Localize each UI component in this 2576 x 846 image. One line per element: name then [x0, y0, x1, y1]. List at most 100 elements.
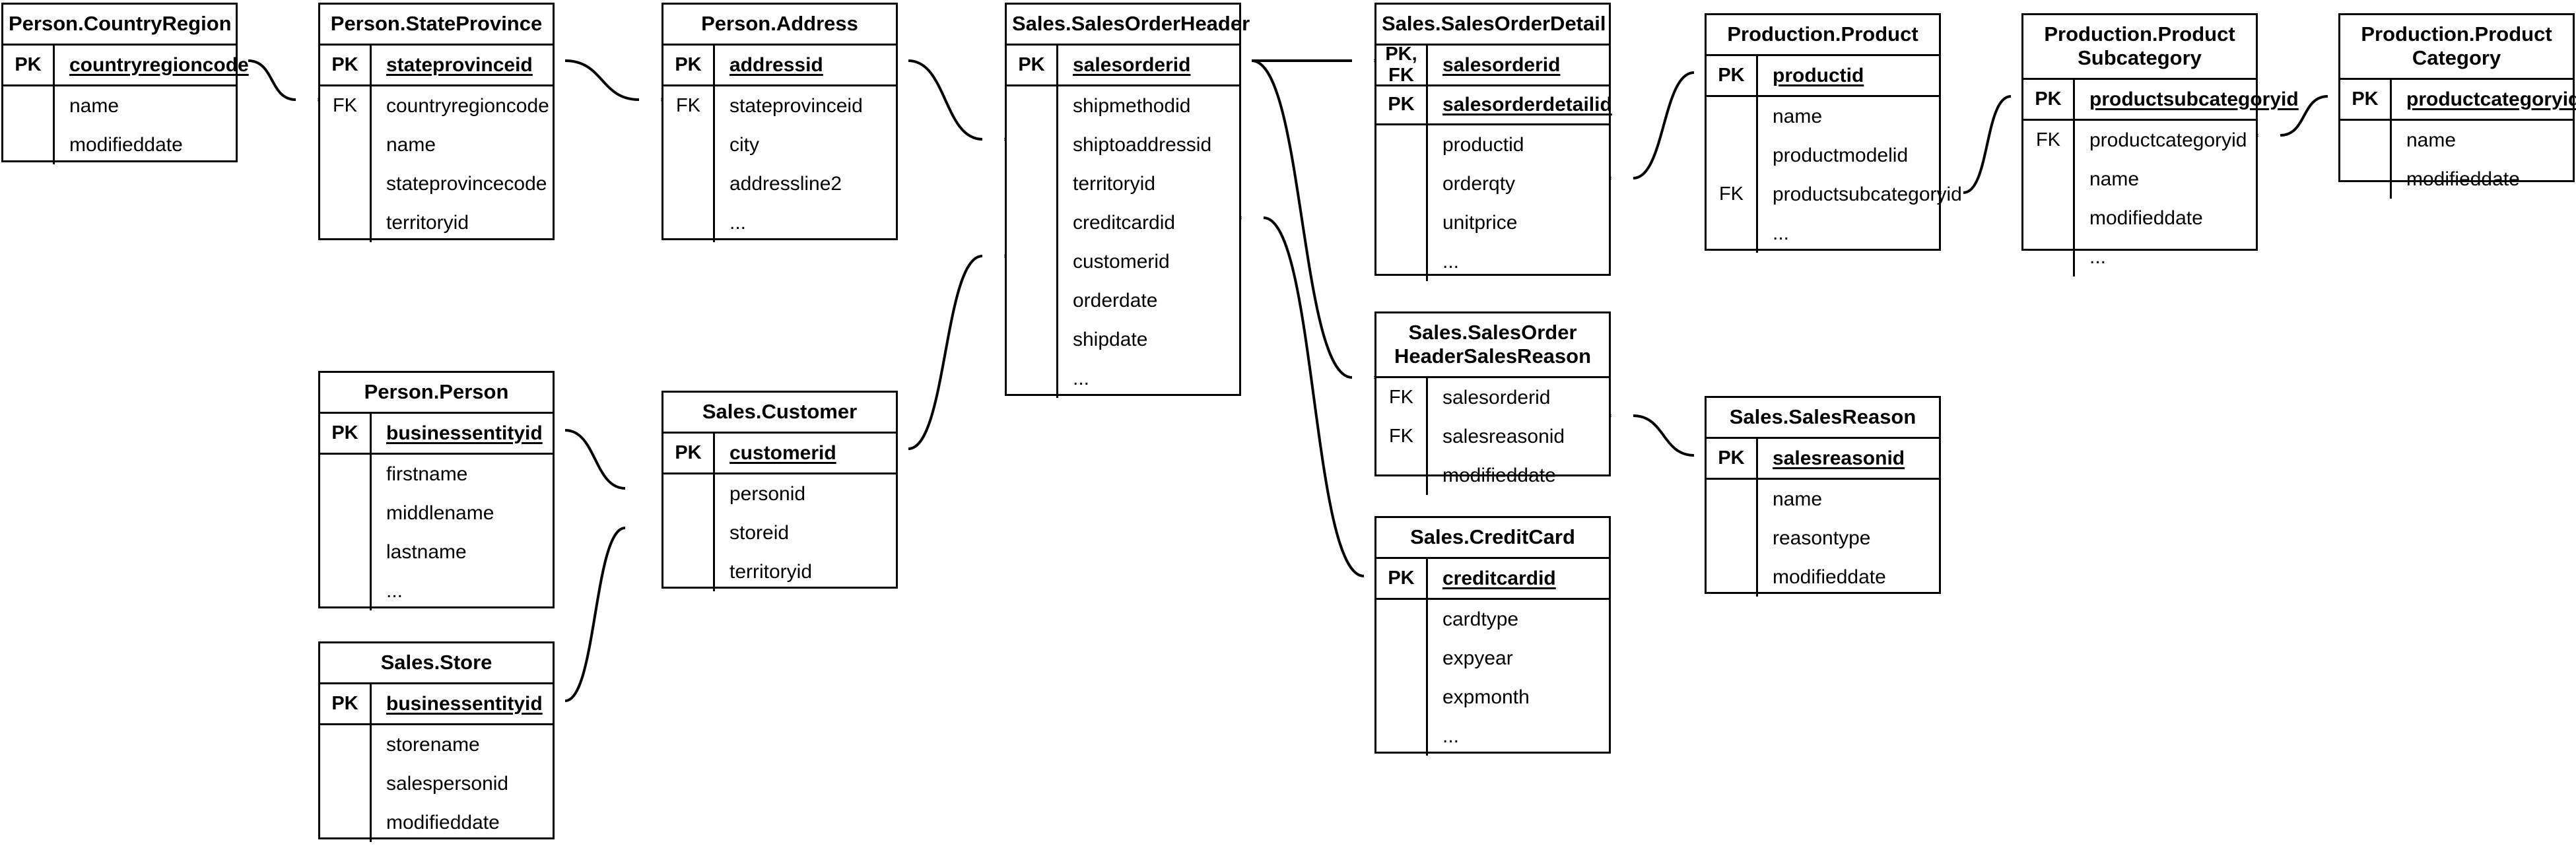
attribute-name: firstname: [386, 463, 468, 485]
attribute-row[interactable]: name: [2023, 160, 2256, 199]
attribute-key-badge: FK: [1376, 378, 1428, 417]
attribute-row[interactable]: ...: [1707, 214, 1939, 253]
attribute-row[interactable]: ...: [2023, 238, 2256, 277]
attribute-row[interactable]: shiptoaddressid: [1007, 125, 1239, 164]
attribute-name: ...: [729, 211, 747, 234]
attribute-row[interactable]: customerid: [1007, 242, 1239, 281]
attribute-row[interactable]: name: [3, 86, 236, 125]
attribute-row[interactable]: modifieddate: [1707, 558, 1939, 597]
attribute-row[interactable]: territoryid: [663, 552, 896, 591]
attribute-row[interactable]: name: [1707, 97, 1939, 136]
attribute-row[interactable]: ...: [1376, 717, 1609, 756]
attribute-name: modifieddate: [2406, 168, 2520, 190]
attribute-key-badge: PK: [663, 434, 715, 472]
attribute-row[interactable]: name: [1707, 480, 1939, 519]
attribute-row[interactable]: orderqty: [1376, 164, 1609, 203]
attribute-row[interactable]: ...: [320, 571, 553, 610]
attribute-row[interactable]: ...: [663, 203, 896, 242]
attribute-name: businessentityid: [386, 692, 543, 715]
attribute-row[interactable]: productid: [1376, 125, 1609, 164]
attribute-row[interactable]: cardtype: [1376, 600, 1609, 639]
attribute-name: name: [386, 133, 436, 156]
attribute-row[interactable]: territoryid: [320, 203, 553, 242]
attribute-row[interactable]: storeid: [663, 513, 896, 552]
attribute-row[interactable]: middlename: [320, 494, 553, 533]
attribute-name: name: [2406, 129, 2457, 151]
attribute-name: productid: [1442, 133, 1524, 156]
attribute-key-badge: [3, 125, 55, 164]
attribute-row[interactable]: productmodelid: [1707, 136, 1939, 175]
attribute-name: shipmethodid: [1073, 94, 1191, 117]
attribute-row[interactable]: ...: [1376, 242, 1609, 281]
attribute-row[interactable]: name: [320, 125, 553, 164]
attribute-row[interactable]: reasontype: [1707, 519, 1939, 558]
attribute-row[interactable]: personid: [663, 474, 896, 513]
attribute-row[interactable]: unitprice: [1376, 203, 1609, 242]
attribute-row[interactable]: expmonth: [1376, 678, 1609, 717]
attribute-row[interactable]: modifieddate: [2340, 160, 2573, 199]
attribute-row[interactable]: stateprovincecode: [320, 164, 553, 203]
attribute-row[interactable]: expyear: [1376, 639, 1609, 678]
attribute-row[interactable]: ...: [1007, 359, 1239, 398]
attribute-key-badge: [1376, 242, 1428, 281]
attribute-row[interactable]: modifieddate: [1376, 456, 1609, 495]
entity-title: Sales.CreditCard: [1376, 518, 1609, 559]
attribute-row[interactable]: city: [663, 125, 896, 164]
entity-title: Sales.SalesOrder HeaderSalesReason: [1376, 313, 1609, 378]
attribute-row[interactable]: firstname: [320, 455, 553, 494]
attribute-row[interactable]: modifieddate: [320, 803, 553, 842]
attribute-row[interactable]: lastname: [320, 533, 553, 571]
attribute-row[interactable]: territoryid: [1007, 164, 1239, 203]
attribute-name: shiptoaddressid: [1073, 133, 1212, 156]
attribute-row[interactable]: modifieddate: [2023, 199, 2256, 238]
entity-title: Person.CountryRegion: [3, 5, 236, 46]
attribute-name: name: [69, 94, 119, 117]
attribute-row[interactable]: modifieddate: [3, 125, 236, 164]
attribute-row[interactable]: salespersonid: [320, 764, 553, 803]
attribute-name: unitprice: [1442, 211, 1518, 234]
attribute-row[interactable]: shipdate: [1007, 320, 1239, 359]
attribute-row[interactable]: name: [2340, 121, 2573, 160]
attribute-row[interactable]: shipmethodid: [1007, 86, 1239, 125]
attribute-row[interactable]: storename: [320, 725, 553, 764]
attribute-name: ...: [2089, 245, 2107, 268]
attribute-row[interactable]: creditcardid: [1007, 203, 1239, 242]
relationship-line: [564, 527, 626, 702]
attribute-row[interactable]: orderdate: [1007, 281, 1239, 320]
attribute-row[interactable]: addressline2: [663, 164, 896, 203]
